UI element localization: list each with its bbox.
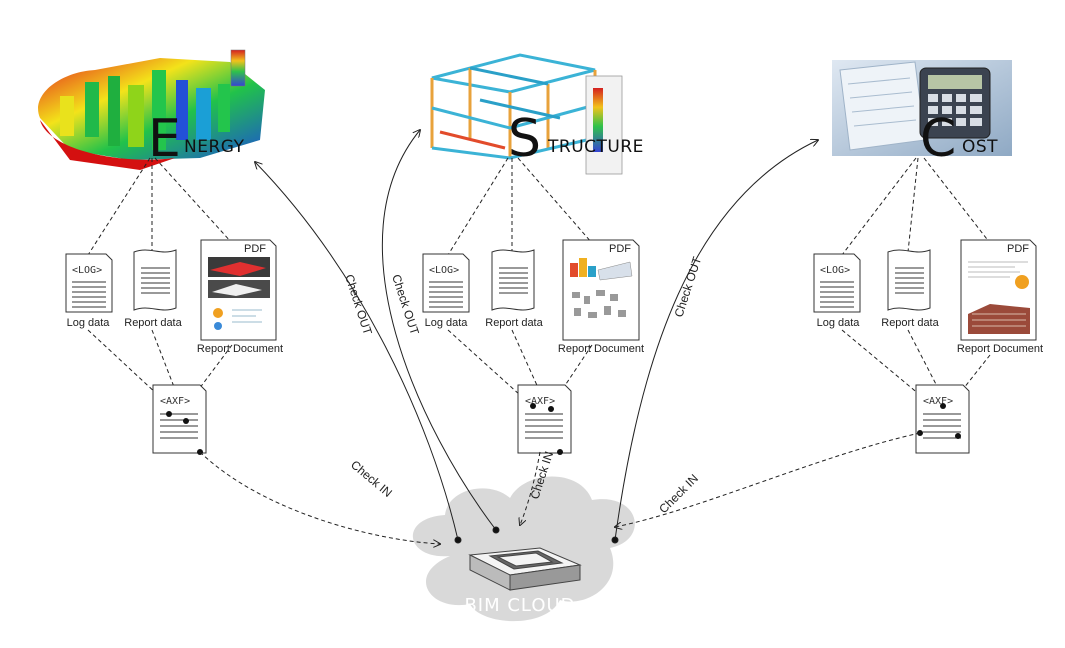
- bim-cloud: BIM CLOUD: [412, 476, 635, 622]
- check-in-cost-arrow: [615, 432, 921, 527]
- energy-title-initial: E: [148, 109, 181, 169]
- cost-title-initial: C: [920, 109, 956, 169]
- axf-tag: <AXF>: [923, 396, 953, 407]
- structure-report-label: Report data: [485, 317, 543, 329]
- log-tag: <LOG>: [820, 265, 850, 276]
- structure-report-document-file: PDF Report Document: [558, 239, 644, 355]
- check-out-cost-arrow: [614, 140, 818, 541]
- energy-title-rest: NERGY: [184, 137, 245, 157]
- cost-axf-file: <AXF>: [915, 384, 970, 454]
- energy-simulation-image: [38, 49, 266, 170]
- axf-tag: <AXF>: [160, 396, 190, 407]
- check-in-label-1: Check IN: [348, 458, 395, 500]
- check-out-structure-arrow: [382, 130, 497, 531]
- check-out-label-1: Check OUT: [342, 273, 375, 338]
- structure-log-data-file: <LOG> Log data: [422, 253, 470, 329]
- cost-report-label: Report data: [881, 317, 939, 329]
- check-in-energy-arrow: [199, 451, 440, 544]
- energy-report-data-file: Report data: [124, 249, 183, 329]
- structure-frame-image: [430, 53, 597, 160]
- pdf-tag: PDF: [244, 243, 266, 255]
- structure-axf-file: <AXF>: [517, 384, 572, 455]
- flow-arrows: [199, 130, 921, 544]
- log-tag: <LOG>: [72, 265, 102, 276]
- pdf-tag: PDF: [1007, 243, 1029, 255]
- check-out-label-3: Check OUT: [672, 254, 705, 319]
- pdf-tag: PDF: [609, 243, 631, 255]
- cost-log-data-file: <LOG> Log data: [813, 253, 861, 329]
- cost-report-document-file: PDF Report Document: [957, 239, 1043, 355]
- cost-report-data-file: Report data: [881, 249, 940, 329]
- check-in-structure-arrow: [520, 451, 541, 525]
- log-tag: <LOG>: [429, 265, 459, 276]
- structure-title-rest: TRUCTURE: [547, 137, 644, 157]
- building-icon: [468, 547, 582, 591]
- cost-calculator-image: [832, 60, 1012, 156]
- energy-log-data-file: <LOG> Log data: [65, 253, 113, 329]
- structure-title-initial: S: [508, 109, 541, 169]
- cost-title-rest: OST: [962, 137, 998, 157]
- structure-module: S TRUCTURE <LOG> Log data: [422, 53, 644, 455]
- structure-log-label: Log data: [425, 317, 469, 329]
- axf-tag: <AXF>: [525, 396, 555, 407]
- check-in-label-3: Check IN: [656, 471, 701, 516]
- energy-log-label: Log data: [67, 317, 111, 329]
- energy-axf-file: <AXF>: [152, 384, 207, 455]
- cost-module: C OST <LOG> Log data: [813, 60, 1043, 454]
- structure-document-label: Report Document: [558, 343, 644, 355]
- cost-log-label: Log data: [817, 317, 861, 329]
- cost-document-label: Report Document: [957, 343, 1043, 355]
- check-out-energy-arrow: [255, 162, 459, 541]
- energy-report-document-file: PDF Report Document: [197, 239, 283, 355]
- energy-module: E NERGY <LOG> Log data: [38, 49, 283, 455]
- structure-legend-scale: [593, 88, 603, 152]
- structure-legend: [585, 75, 623, 175]
- structure-report-data-file: Report data: [485, 249, 544, 329]
- energy-document-label: Report Document: [197, 343, 283, 355]
- energy-report-label: Report data: [124, 317, 182, 329]
- cloud-label: BIM CLOUD: [464, 595, 575, 616]
